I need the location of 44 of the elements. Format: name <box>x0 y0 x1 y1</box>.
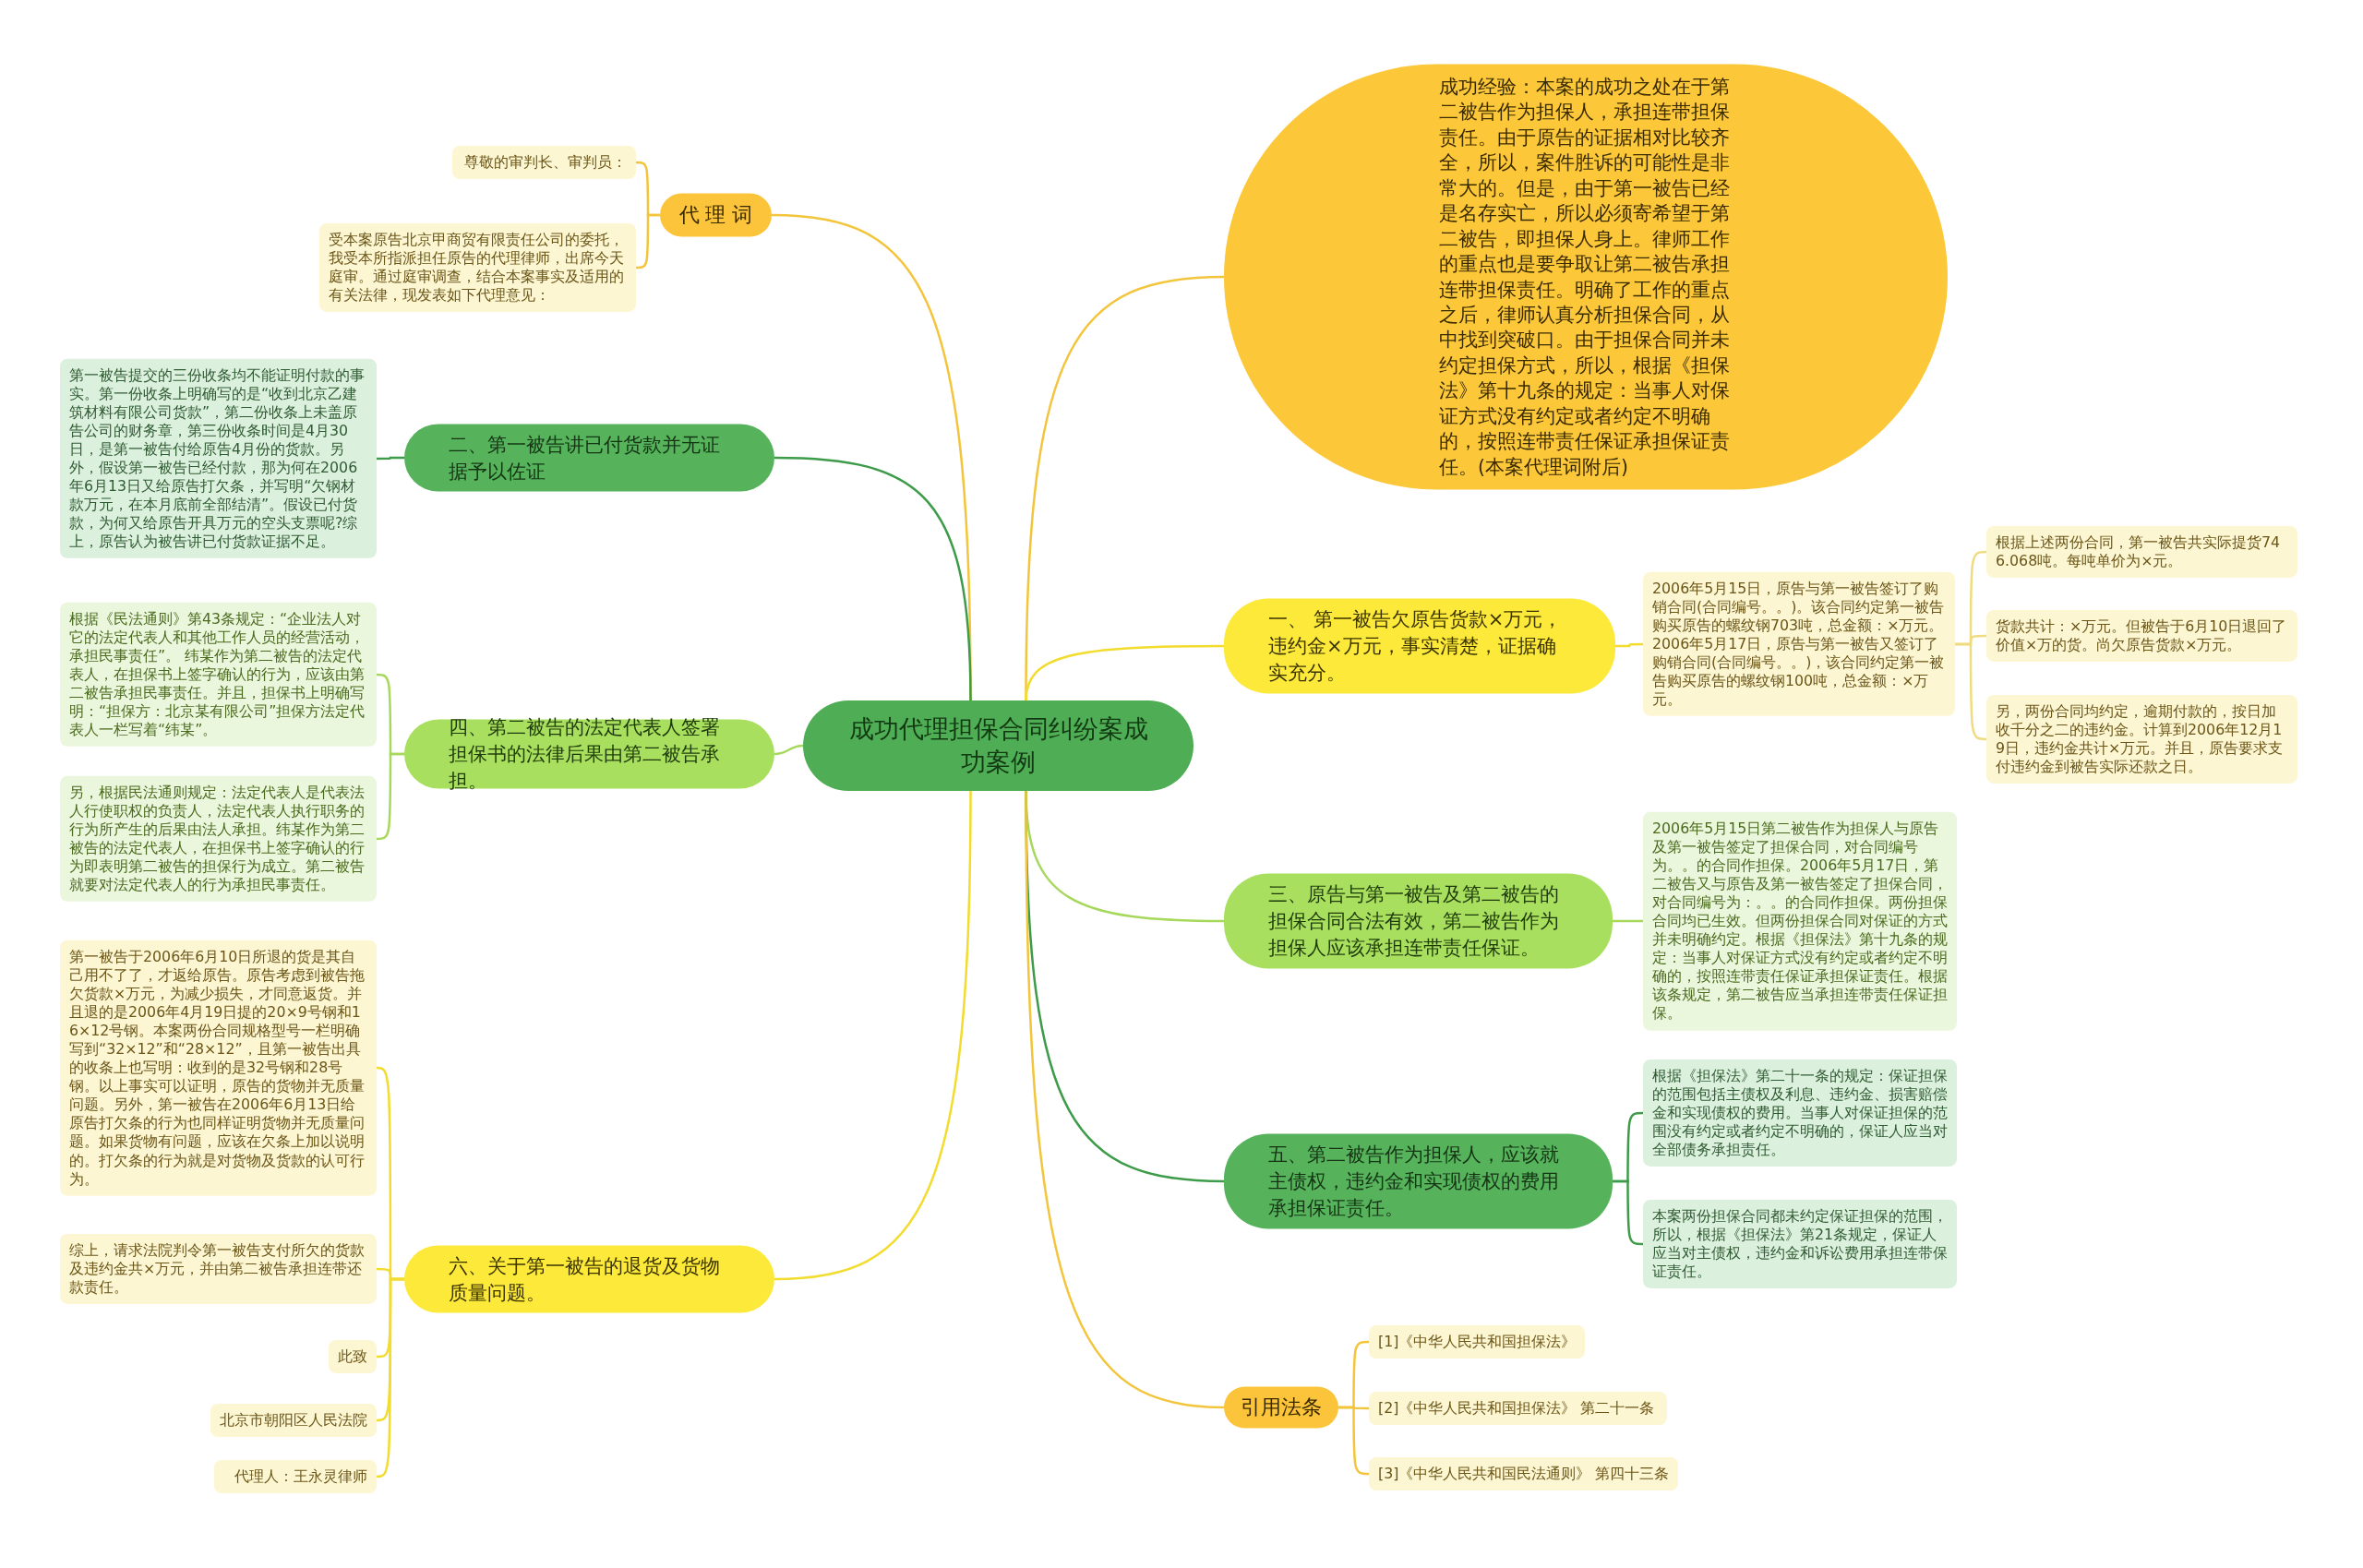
connector-line <box>774 456 972 701</box>
note-box: 北京市朝阳区人民法院 <box>210 1404 377 1437</box>
note-box: [3]《中华人民共和国民法通则》 第四十三条 <box>1369 1457 1679 1490</box>
note-box: 另，两份合同均约定，逾期付款的，按日加收千分之二的违约金。计算到2006年12月19日，违约金共计×万元。并且，原告要求支付违约金到被告实际还款之日。 <box>1986 694 2297 784</box>
note-box: 根据《担保法》第二十一条的规定：保证担保的范围包括主债权及利息、违约金、损害赔偿金和实现债权的费用。当事人对保证担保的范围没有约定或者约定不明确的，保证人应当对全部债务承担责任。 <box>1643 1059 1957 1167</box>
topic-pill: 代 理 词 <box>660 193 772 237</box>
topic-pill: 六、关于第一被告的退货及货物质量问题。 <box>404 1245 774 1313</box>
connector-line <box>636 213 660 269</box>
note-box: 此致 <box>329 1340 377 1373</box>
connector-line <box>1613 919 1643 923</box>
connector-line <box>774 791 972 1281</box>
note-box: 代理人：王永灵律师 <box>214 1460 377 1493</box>
topic-pill: 五、第二被告作为担保人，应该就主债权，违约金和实现债权的费用承担保证责任。 <box>1224 1133 1613 1229</box>
note-box: 本案两份担保合同都未约定保证担保的范围，所以，根据《担保法》第21条规定，保证人应当对主债权，违约金和诉讼费用承担连带保证责任。 <box>1643 1199 1957 1289</box>
connector-line <box>1955 642 1987 741</box>
topic-pill: 引用法条 <box>1224 1386 1338 1429</box>
note-box: 2006年5月15日，原告与第一被告签订了购销合同(合同编号。。)。该合同约定第一被告购买原告的螺纹钢703吨，总金额：×万元。2006年5月17日，原告与第一被告又签订了购销合同(合同编号。。)，该合同约定第一被告购买原告的螺纹钢100吨，总金额：×万元。 <box>1643 571 1955 717</box>
note-box: 受本案原告北京甲商贸有限责任公司的委托，我受本所指派担任原告的代理律师，出席今天庭审。通过庭审调查，结合本案事实及适用的有关法律，现发表如下代理意见： <box>319 222 636 313</box>
topic-pill: 四、第二被告的法定代表人签署担保书的法律后果由第二被告承担。 <box>404 719 774 789</box>
topic-pill: 三、原告与第一被告及第二被告的担保合同合法有效，第二被告作为担保人应该承担连带责任保证。 <box>1224 873 1613 969</box>
topic-pill: 二、第一被告讲已付货款并无证据予以佐证 <box>404 424 774 492</box>
connector-line <box>1025 644 1224 701</box>
note-box: 第一被告提交的三份收条均不能证明付款的事实。第一份收条上明确写的是“收到北京乙建筑材料有限公司货款”，第二份收条上未盖原告公司的财务章，第三份收条时间是4月30日，是第一被告付给原告4月份的货款。另外，假设第一被告已经付款，那为何在2006年6月13日又给原告打欠条，并写明“欠钢材款万元，在本月底前全部结清”。假设已付货款，为何又给原告开具万元的空头支票呢?综上，原告认为被告讲已付货款证据不足。 <box>60 358 377 559</box>
note-box: [2]《中华人民共和国担保法》 第二十一条 <box>1369 1392 1667 1425</box>
connector-line <box>1615 642 1643 648</box>
connector-line <box>376 1277 404 1478</box>
connector-line <box>377 456 404 461</box>
note-box: 尊敬的审判长、审判员： <box>452 146 636 179</box>
note-box: 根据《民法通则》第43条规定：“企业法人对它的法定代表人和其他工作人员的经营活动，承担民事责任”。 纬某作为第二被告的法定代表人，在担保书上签字确认的行为，应该由第二被告承担民事责任。并且，担保书上明确写明：“担保方：北京某有限公司”担保方法定代表人一栏写着“纬某”。 <box>60 602 377 748</box>
note-box: [1]《中华人民共和国担保法》 <box>1369 1325 1586 1359</box>
note-box: 综上，请求法院判令第一被告支付所欠的货款及违约金共×万元，并由第二被告承担连带还款责任。 <box>60 1233 377 1305</box>
connector-line <box>1025 791 1225 1409</box>
note-box: 2006年5月15日第二被告作为担保人与原告及第一被告签定了担保合同，对合同编号为。。的合同作担保。2006年5月17日，第二被告又与原告及第一被告签定了担保合同，对合同编号为：。。的合同作担保。两份担保合同均已生效。但两份担保合同对保证的方式并未明确约定。根据《担保法》第十九条的规定：当事人对保证方式没有约定或者约定不明确的，按照连带责任保证承担保证责任。根据该条规定，第二被告应当承担连带责任保证担保。 <box>1643 811 1957 1031</box>
note-box: 根据上述两份合同，第一被告共实际提货746.068吨。每吨单价为×元。 <box>1986 525 2297 579</box>
connector-line <box>774 744 804 756</box>
note-box: 第一被告于2006年6月10日所退的货是其自己用不了了，才返给原告。原告考虑到被告拖欠货款×万元，为减少损失，才同意返货。并且退的是2006年4月19日提的20×9号钢和16×12号钢。本案两份合同规格型号一栏明确写到“32×12”和“28×12”，且第一被告出具的收条上也写明：收到的是32号钢和28号钢。以上事实可以证明，原告的货物并无质量问题。另外，第一被告在2006年6月13日给原告打欠条的行为也同样证明货物并无质量问题。如果货物有问题，应该在欠条上加以说明的。打欠条的行为就是对货物及货款的认可行为。 <box>60 940 377 1196</box>
connector-line <box>1338 1406 1369 1476</box>
connector-line <box>376 752 404 841</box>
connector-line <box>1613 1179 1643 1246</box>
note-box: 货款共计：×万元。但被告于6月10日退回了价值×万的货。尚欠原告货款×万元。 <box>1986 609 2297 663</box>
connector-line <box>1025 275 1225 700</box>
central-topic: 成功代理担保合同纠纷案成功案例 <box>803 700 1193 791</box>
topic-pill: 一、 第一被告欠原告货款×万元，违约金×万元，事实清楚，证据确实充分。 <box>1224 598 1615 694</box>
note-box: 另，根据民法通则规定：法定代表人是代表法人行使职权的负责人，法定代表人执行职务的行为所产生的后果由法人承担。纬某作为第二被告的法定代表人，在担保书上签字确认的行为即表明第二被告的担保行为成立。第二被告就要对法定代表人的行为承担民事责任。 <box>60 775 377 903</box>
